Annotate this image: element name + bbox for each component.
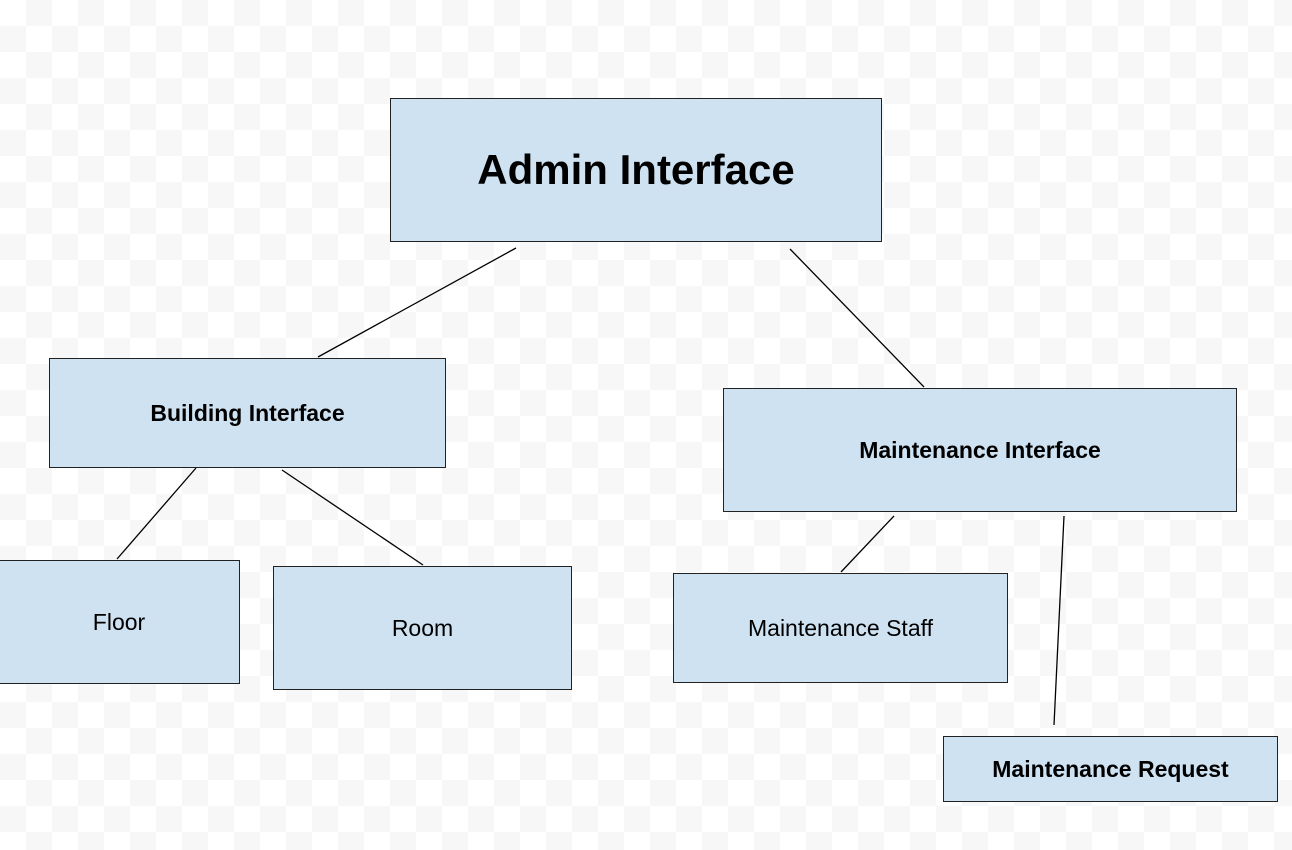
maintenance-staff-node[interactable]: Maintenance Staff bbox=[673, 573, 1008, 683]
connector-admin-to-maintenance bbox=[789, 248, 925, 388]
room-node[interactable]: Room bbox=[273, 566, 572, 690]
maintenance-request-node[interactable]: Maintenance Request bbox=[943, 736, 1278, 802]
room-label: Room bbox=[391, 614, 454, 641]
admin-interface-label: Admin Interface bbox=[477, 146, 795, 193]
connector-building-to-room bbox=[281, 469, 424, 566]
connector-building-to-floor bbox=[116, 467, 197, 560]
building-interface-label: Building Interface bbox=[150, 399, 345, 426]
floor-node[interactable]: Floor bbox=[0, 560, 240, 684]
maintenance-request-label: Maintenance Request bbox=[992, 755, 1229, 782]
floor-label: Floor bbox=[92, 608, 146, 635]
maintenance-interface-node[interactable]: Maintenance Interface bbox=[723, 388, 1237, 512]
building-interface-node[interactable]: Building Interface bbox=[49, 358, 446, 468]
maintenance-staff-label: Maintenance Staff bbox=[748, 614, 933, 641]
connector-admin-to-building bbox=[317, 247, 517, 358]
connector-maintenance-to-request bbox=[1053, 515, 1065, 726]
maintenance-interface-label: Maintenance Interface bbox=[859, 436, 1101, 463]
connector-maintenance-to-staff bbox=[840, 515, 895, 573]
admin-interface-node[interactable]: Admin Interface bbox=[390, 98, 882, 242]
